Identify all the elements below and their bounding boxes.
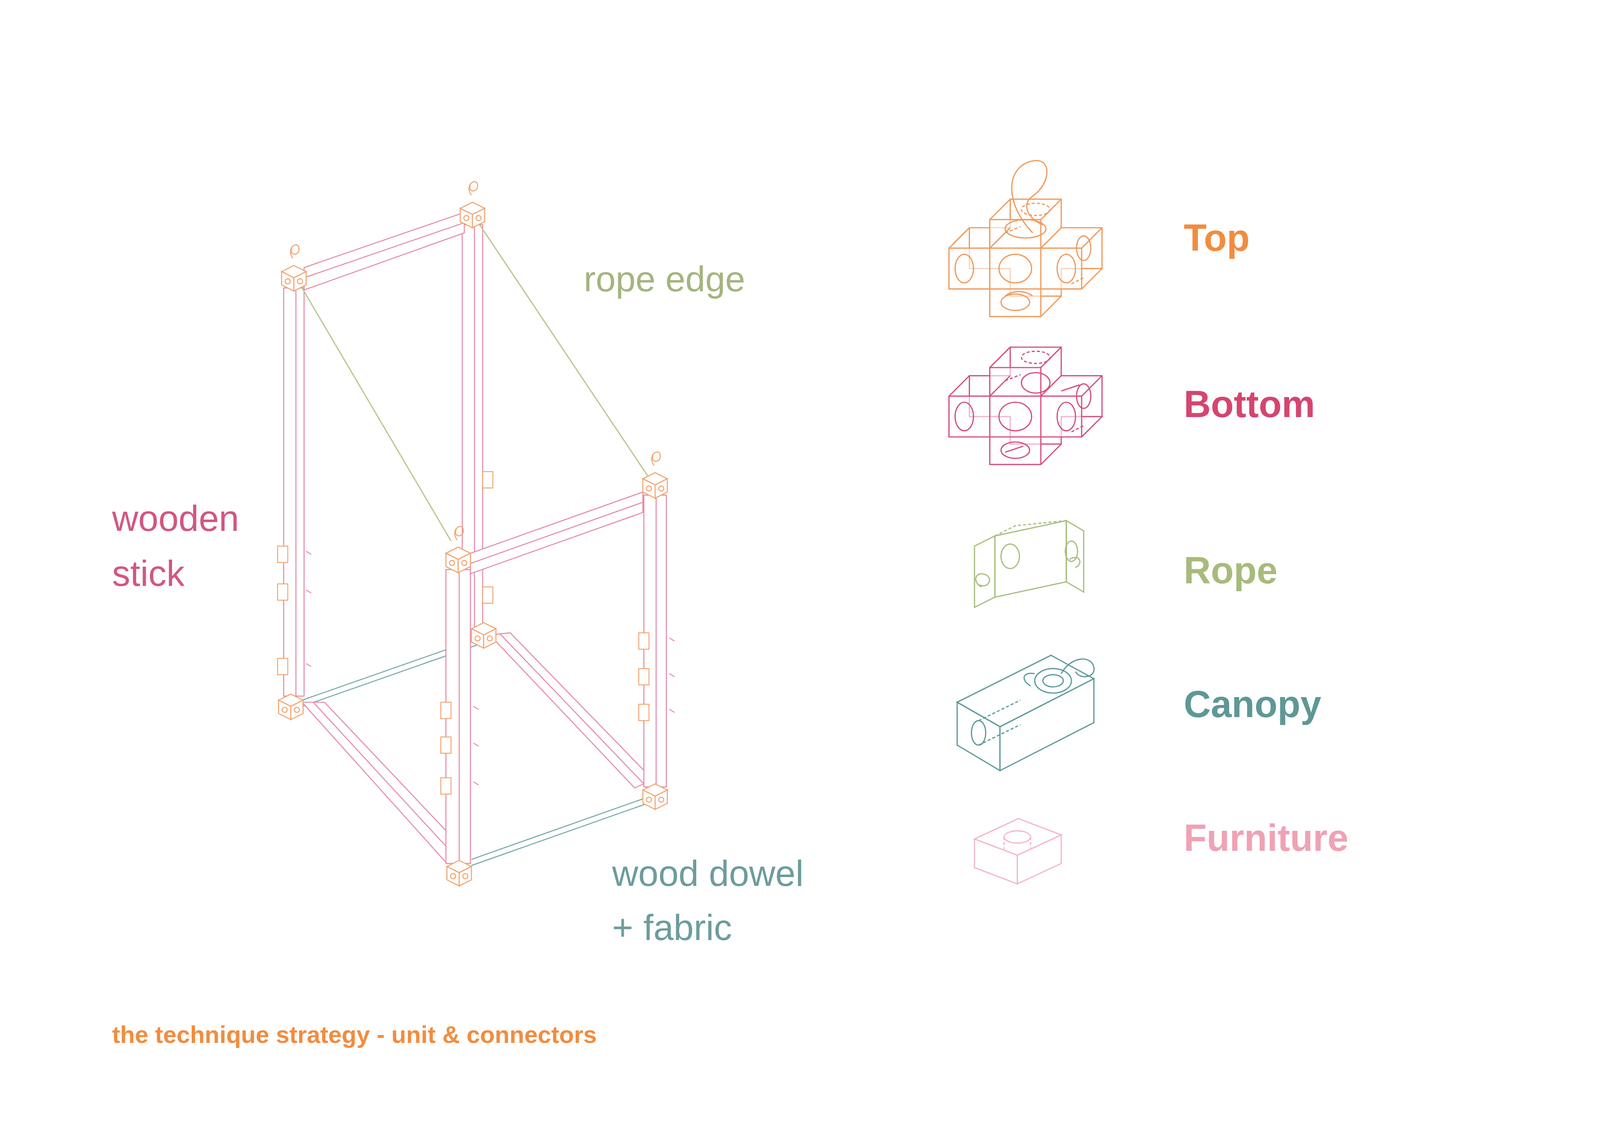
legend-entry: Top xyxy=(1183,215,1250,261)
wooden-stick xyxy=(655,495,657,787)
wooden-stick xyxy=(490,632,654,788)
side-connector xyxy=(277,583,288,600)
side-connector xyxy=(277,546,288,563)
legend-label: Top xyxy=(1183,215,1250,261)
rope-connector-icon xyxy=(995,520,1067,598)
corner-connector xyxy=(642,472,668,498)
side-connector xyxy=(638,704,649,721)
wooden-stick xyxy=(490,632,654,788)
side-connector xyxy=(638,668,649,685)
rope-edge xyxy=(302,287,452,541)
wooden-stick xyxy=(313,702,458,859)
corner-connector xyxy=(454,526,464,540)
corner-connector xyxy=(642,783,668,810)
rope-connector-icon xyxy=(1000,544,1020,569)
bottom-connector-icon xyxy=(949,347,1103,465)
wooden-stick xyxy=(304,222,465,278)
legend-label: Bottom xyxy=(1183,381,1315,427)
side-connector xyxy=(638,632,649,650)
furniture-connector-icon xyxy=(974,839,1018,885)
top-connector-icon xyxy=(1005,219,1046,238)
wooden-stick xyxy=(302,702,468,864)
corner-connector xyxy=(469,181,478,195)
side-connector xyxy=(277,471,675,795)
wooden-stick-label: wooden stick xyxy=(112,490,271,601)
wood-dowel xyxy=(471,798,645,860)
rope-connector-icon xyxy=(995,520,1067,536)
side-connector xyxy=(440,737,451,754)
wooden-stick xyxy=(470,502,643,564)
legend-label: Canopy xyxy=(1183,681,1322,727)
side-connector xyxy=(306,551,675,785)
wooden-stick xyxy=(295,287,297,697)
corner-connector xyxy=(278,694,304,720)
bottom-connector-icon xyxy=(1021,372,1050,393)
corner-connector xyxy=(445,547,471,573)
wooden-stick xyxy=(304,212,465,290)
bottom-connector-icon xyxy=(1005,385,1080,453)
legend-entry: Rope xyxy=(1183,547,1278,593)
wood-dowel-label: wood dowel + fabric xyxy=(612,846,817,955)
bottom-connector-icon xyxy=(949,347,1103,465)
rope-connector-icon xyxy=(974,520,1084,608)
wooden-stick xyxy=(458,569,460,864)
wooden-stick xyxy=(500,633,644,784)
side-connector xyxy=(440,777,451,795)
wooden-stick xyxy=(302,702,468,864)
wooden-stick xyxy=(470,492,643,574)
top-connector-icon xyxy=(949,160,1103,317)
canopy-connector-icon xyxy=(978,700,1021,745)
legend-label: Rope xyxy=(1183,547,1278,593)
side-connector xyxy=(482,471,493,488)
rope-connector-icon xyxy=(975,557,1080,588)
corner-connector xyxy=(471,622,496,648)
rope-edge-label: rope edge xyxy=(583,257,851,300)
furniture-connector-icon xyxy=(1004,837,1031,850)
side-connector xyxy=(440,702,451,719)
legend-entry: Canopy xyxy=(1183,681,1322,727)
top-connector-icon xyxy=(1011,160,1048,233)
wooden-stick xyxy=(304,212,465,290)
canopy-connector-icon xyxy=(957,655,1095,771)
canopy-connector-icon xyxy=(1042,674,1064,687)
wooden-stick xyxy=(470,492,643,574)
corner-connector xyxy=(447,860,472,886)
wooden-stick xyxy=(283,287,305,697)
legend-entry: Bottom xyxy=(1183,381,1315,427)
side-connector xyxy=(482,587,493,604)
caption: the technique strategy - unit & connecto… xyxy=(112,1020,597,1050)
top-connector-icon xyxy=(949,199,1103,317)
rope-connector-icon xyxy=(974,535,995,608)
corner-connector xyxy=(651,452,661,466)
rope-connector-icon xyxy=(1066,520,1084,592)
canopy-connector-icon xyxy=(1034,668,1072,694)
legend-label: Furniture xyxy=(1183,815,1349,861)
side-connector xyxy=(277,658,288,675)
canopy-connector-icon xyxy=(957,702,1000,771)
canopy-connector-icon xyxy=(1024,659,1095,687)
furniture-connector-icon xyxy=(1004,830,1031,843)
corner-connector xyxy=(460,202,485,228)
wooden-stick xyxy=(283,287,305,697)
corner-connector xyxy=(281,265,307,291)
furniture-connector-icon xyxy=(974,818,1062,885)
legend-entry: Furniture xyxy=(1183,815,1349,861)
corner-connector xyxy=(290,245,300,259)
canopy-connector-icon xyxy=(971,720,986,745)
top-connector-icon xyxy=(1005,291,1033,297)
